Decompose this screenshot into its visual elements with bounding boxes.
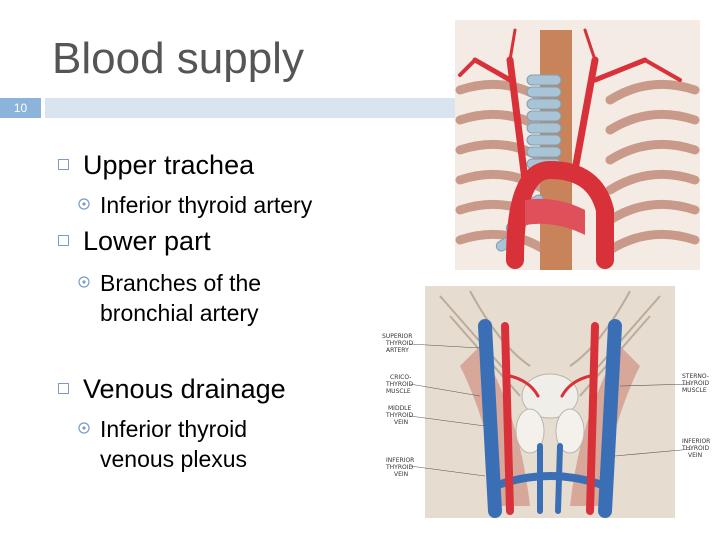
- sub-bullet-venous-plexus: Inferior thyroid venous plexus: [78, 414, 247, 474]
- trachea-aorta-illustration: [455, 20, 700, 270]
- circle-bullet-icon: [78, 198, 90, 210]
- circle-bullet-icon: [78, 276, 90, 288]
- sub-bullet-text-line1: Branches of the: [100, 270, 262, 296]
- square-bullet-icon: [58, 159, 69, 170]
- bullet-text: Lower part: [83, 226, 211, 256]
- sub-bullet-inferior-thyroid-artery: Inferior thyroid artery: [78, 190, 312, 220]
- header-band: [45, 98, 455, 118]
- bullet-text: Upper trachea: [83, 150, 255, 180]
- square-bullet-icon: [58, 383, 69, 394]
- sub-bullet-text: Inferior thyroid artery: [100, 192, 313, 218]
- slide-title: Blood supply: [52, 34, 304, 83]
- bullet-text: Venous drainage: [83, 374, 286, 404]
- sub-bullet-text-line2: bronchial artery: [100, 300, 259, 326]
- sub-bullet-text-line2: venous plexus: [100, 446, 248, 472]
- bullet-venous-drainage: Venous drainage: [58, 374, 286, 405]
- square-bullet-icon: [58, 235, 69, 246]
- circle-bullet-icon: [78, 422, 90, 434]
- sub-bullet-bronchial-artery: Branches of the bronchial artery: [78, 268, 261, 328]
- bullet-upper-trachea: Upper trachea: [58, 150, 254, 181]
- bullet-lower-part: Lower part: [58, 226, 211, 257]
- slide-number: 10: [0, 98, 41, 118]
- sub-bullet-text-line1: Inferior thyroid: [100, 416, 248, 442]
